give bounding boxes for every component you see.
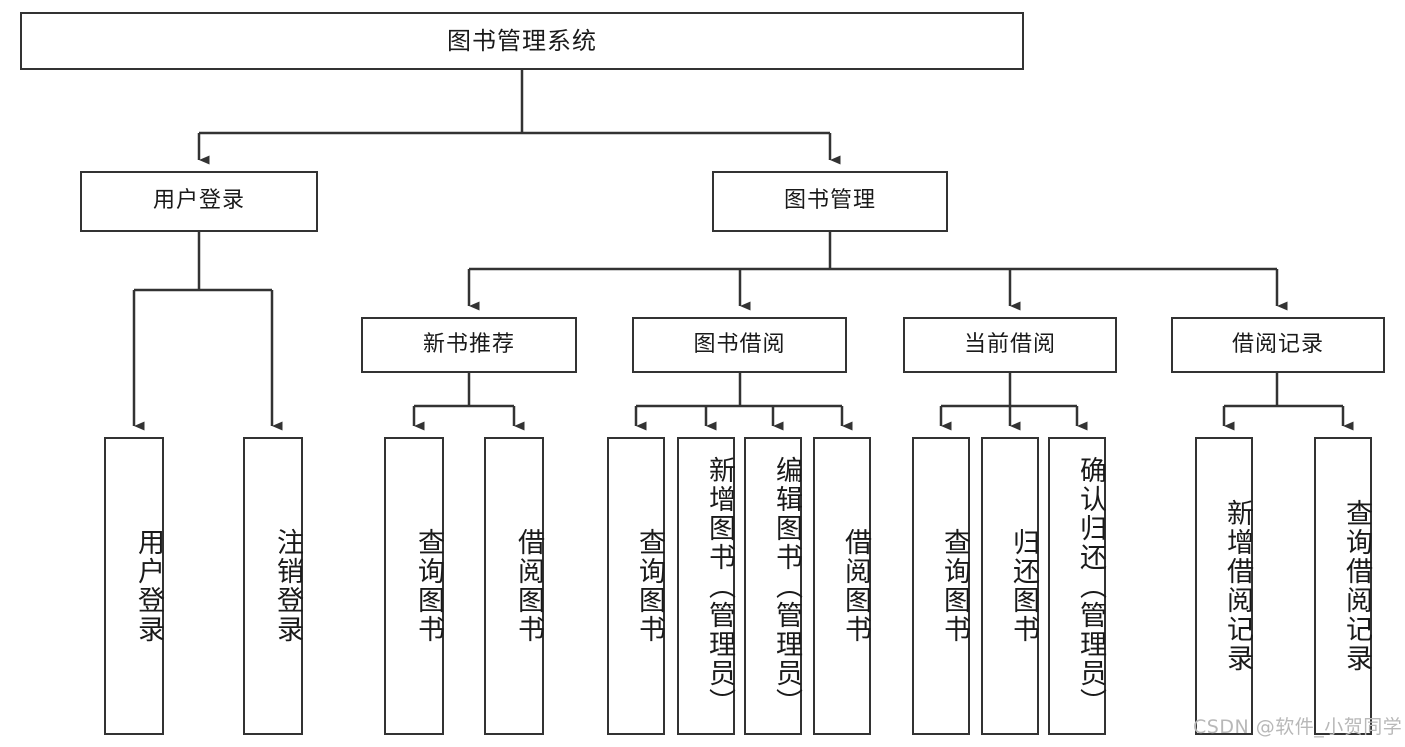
node-label: 图书借阅 xyxy=(693,331,786,357)
node-label: 新增图书（管理员） xyxy=(704,455,735,717)
node-label: 用户登录 xyxy=(152,188,245,214)
leaf-nb-borrow-book[interactable]: 借阅图书 xyxy=(484,437,544,735)
node-label: 查询图书 xyxy=(634,528,665,644)
leaf-cb-return-book[interactable]: 归还图书 xyxy=(981,437,1039,735)
watermark-csdn: CSDN @软件_小贺同学 xyxy=(1193,716,1403,738)
node-label: 新增借阅记录 xyxy=(1222,499,1253,673)
node-label: 归还图书 xyxy=(1008,528,1039,644)
node-label: 确认归还（管理员） xyxy=(1075,455,1106,717)
node-label: 借阅记录 xyxy=(1231,331,1324,357)
node-label: 借阅图书 xyxy=(840,528,871,644)
leaf-bb-add-book-admin[interactable]: 新增图书（管理员） xyxy=(677,437,735,735)
node-book-borrow[interactable]: 图书借阅 xyxy=(632,317,847,373)
leaf-cb-confirm-return-admin[interactable]: 确认归还（管理员） xyxy=(1048,437,1106,735)
node-root-book-management-system[interactable]: 图书管理系统 xyxy=(20,12,1024,70)
leaf-user-login[interactable]: 用户登录 xyxy=(104,437,164,735)
node-label: 图书管理系统 xyxy=(447,26,597,55)
node-label: 图书管理 xyxy=(783,188,876,214)
node-label: 借阅图书 xyxy=(513,528,544,644)
leaf-nb-query-book[interactable]: 查询图书 xyxy=(384,437,444,735)
leaf-br-add-record[interactable]: 新增借阅记录 xyxy=(1195,437,1253,735)
leaf-bb-edit-book-admin[interactable]: 编辑图书（管理员） xyxy=(744,437,802,735)
leaf-cb-query-book[interactable]: 查询图书 xyxy=(912,437,970,735)
leaf-br-query-record[interactable]: 查询借阅记录 xyxy=(1314,437,1372,735)
node-label: 查询图书 xyxy=(939,528,970,644)
node-current-borrow[interactable]: 当前借阅 xyxy=(903,317,1117,373)
node-new-book-recommend[interactable]: 新书推荐 xyxy=(361,317,577,373)
node-book-management[interactable]: 图书管理 xyxy=(712,171,948,232)
node-borrow-record[interactable]: 借阅记录 xyxy=(1171,317,1385,373)
leaf-logout[interactable]: 注销登录 xyxy=(243,437,303,735)
node-label: 用户登录 xyxy=(133,528,164,644)
node-label: 查询图书 xyxy=(413,528,444,644)
node-label: 当前借阅 xyxy=(963,331,1056,357)
node-user-login[interactable]: 用户登录 xyxy=(80,171,318,232)
leaf-bb-query-book[interactable]: 查询图书 xyxy=(607,437,665,735)
leaf-bb-borrow-book[interactable]: 借阅图书 xyxy=(813,437,871,735)
node-label: 查询借阅记录 xyxy=(1341,499,1372,673)
node-label: 编辑图书（管理员） xyxy=(771,455,802,717)
node-label: 注销登录 xyxy=(272,528,303,644)
node-label: 新书推荐 xyxy=(422,331,515,357)
